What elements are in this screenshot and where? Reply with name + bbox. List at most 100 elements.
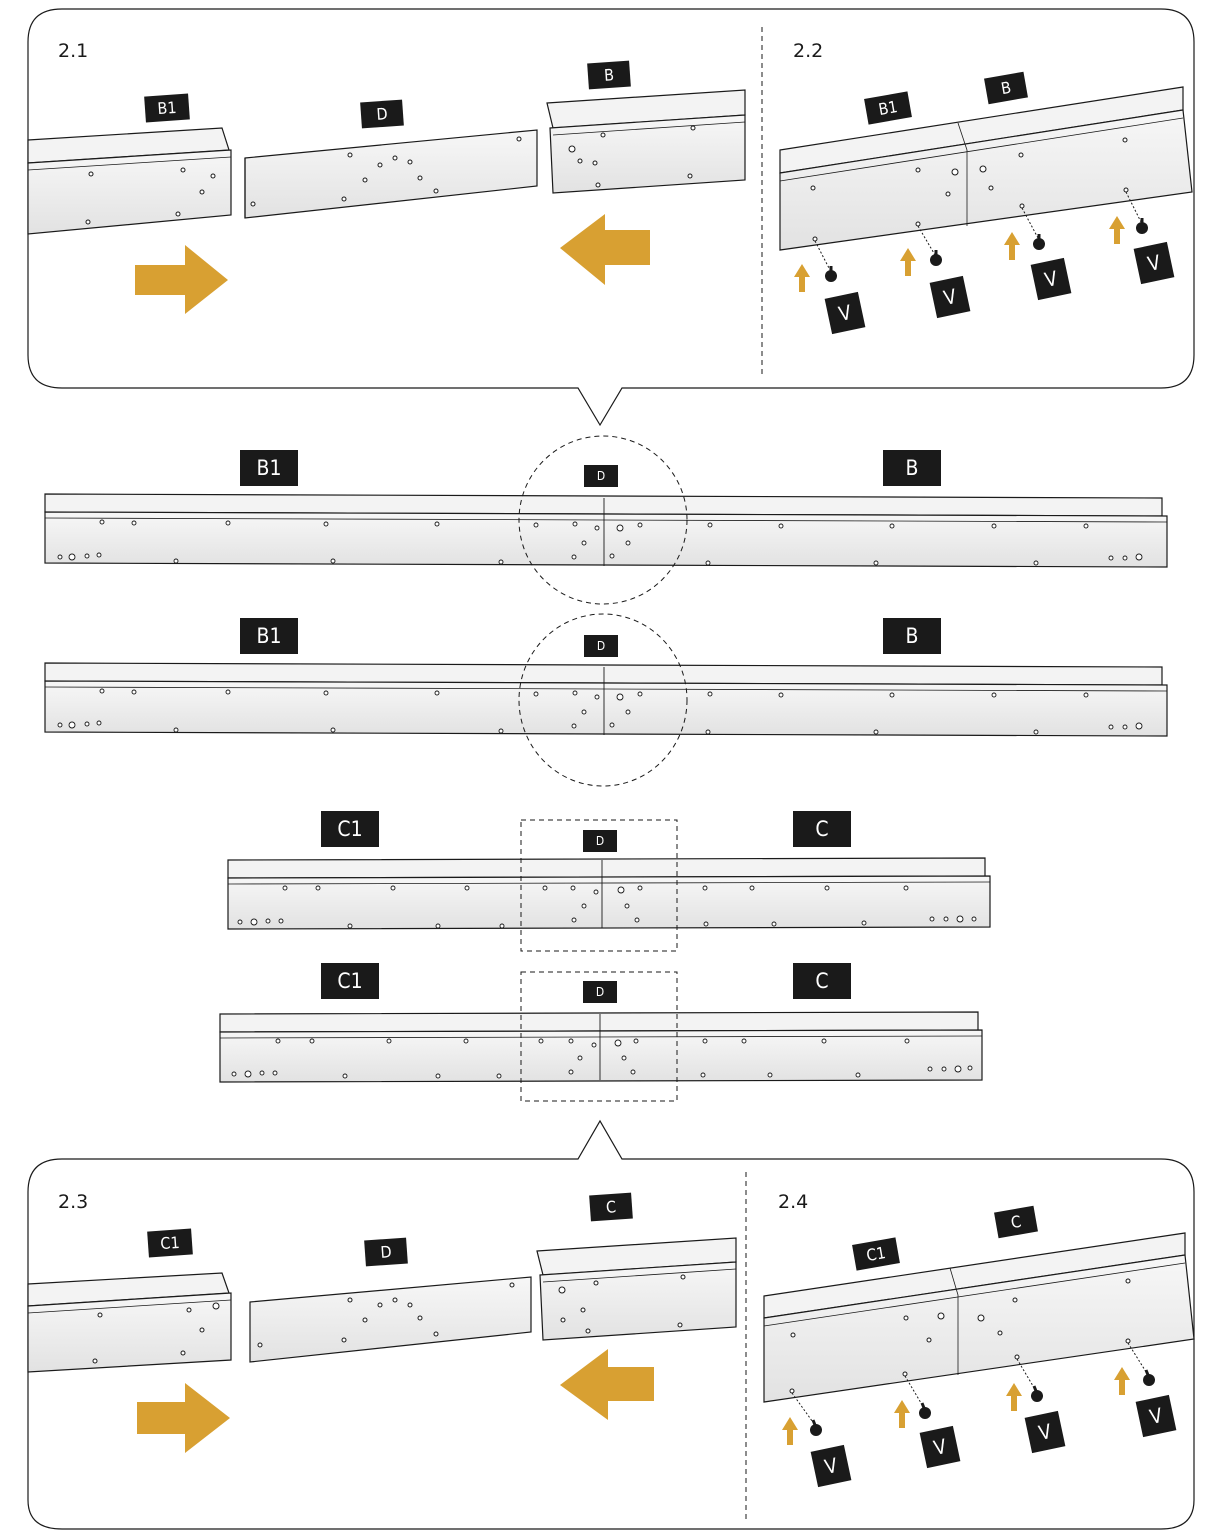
part-tag-c1-2-3: C1 <box>147 1228 193 1258</box>
part-tag-b1-2-2: B1 <box>864 91 912 125</box>
svg-text:D: D <box>597 469 605 483</box>
part-tag-c1-2-4: C1 <box>852 1237 900 1271</box>
svg-text:D: D <box>376 104 388 124</box>
svg-text:V: V <box>822 1453 840 1479</box>
arrow-up-icon <box>894 1400 910 1428</box>
part-tag-d-2-1: D <box>360 99 404 129</box>
part-tag-d-row3: D <box>583 830 617 852</box>
step-label-2-1: 2.1 <box>58 40 88 62</box>
part-tag-d-row2: D <box>584 635 618 657</box>
screw-icon <box>930 250 942 266</box>
part-tag-v-2-2a: V <box>824 291 866 335</box>
part-tag-c-2-4: C <box>994 1205 1038 1239</box>
arrow-left-icon <box>560 214 650 285</box>
arrow-up-icon <box>1114 1367 1130 1395</box>
svg-text:D: D <box>596 985 604 999</box>
panel-c-closeup <box>536 1237 737 1341</box>
svg-text:B1: B1 <box>157 98 177 118</box>
panel-b1-closeup <box>27 127 232 235</box>
part-tag-b-row1: B <box>883 450 941 486</box>
joined-panel-2-2 <box>779 86 1193 251</box>
screw-group-2-4 <box>782 1342 1155 1445</box>
screw-icon <box>1033 234 1045 250</box>
svg-text:C: C <box>1009 1212 1022 1232</box>
part-tag-c-row1: C <box>793 811 851 847</box>
svg-text:B: B <box>906 624 919 648</box>
part-tag-b1-row2: B1 <box>240 618 298 654</box>
svg-text:V: V <box>836 300 854 326</box>
part-tag-v-2-2c: V <box>1030 257 1072 301</box>
joined-panel-2-4 <box>763 1232 1195 1403</box>
svg-text:C: C <box>815 817 828 841</box>
arrow-up-icon <box>794 264 810 292</box>
screw-icon <box>1031 1385 1043 1402</box>
screw-icon <box>1143 1369 1155 1386</box>
beam-row-b-1: B1 D B <box>44 435 1168 605</box>
arrow-up-icon <box>1006 1383 1022 1411</box>
svg-text:C1: C1 <box>337 969 362 993</box>
part-tag-d-2-3: D <box>364 1237 408 1267</box>
part-tag-c-2-3: C <box>589 1192 633 1222</box>
svg-text:D: D <box>596 834 604 848</box>
svg-text:B: B <box>999 78 1012 98</box>
arrow-right-icon <box>137 1383 230 1453</box>
screw-group-2-2 <box>794 191 1148 292</box>
svg-text:V: V <box>1145 250 1163 276</box>
svg-text:C: C <box>605 1197 616 1217</box>
svg-text:C: C <box>815 969 828 993</box>
screw-icon <box>825 266 837 282</box>
beam-row-c-2: C1 D C <box>219 963 983 1102</box>
part-tag-c1-row1: C1 <box>321 811 379 847</box>
svg-text:B: B <box>603 65 614 85</box>
part-tag-c-row2: C <box>793 963 851 999</box>
svg-text:V: V <box>1042 266 1060 292</box>
part-tag-v-2-2b: V <box>929 275 971 319</box>
svg-text:B1: B1 <box>877 97 899 119</box>
holes-2-1 <box>85 125 696 225</box>
panel-d-closeup-2 <box>249 1276 532 1363</box>
step-label-2-4: 2.4 <box>778 1191 808 1213</box>
part-tag-b1-2-1: B1 <box>144 93 190 123</box>
svg-text:B1: B1 <box>257 456 282 480</box>
part-tag-b-2-1: B <box>587 60 631 90</box>
panel-b-closeup <box>546 89 746 194</box>
holes-2-3 <box>92 1274 686 1364</box>
screw-icon <box>919 1402 931 1419</box>
detail-circle <box>518 613 688 787</box>
panel-d-closeup <box>244 129 538 219</box>
svg-text:C1: C1 <box>160 1233 180 1253</box>
part-tag-d-row1: D <box>584 465 618 487</box>
svg-text:D: D <box>380 1242 392 1262</box>
arrow-left-icon <box>560 1349 654 1420</box>
step-label-2-3: 2.3 <box>58 1191 88 1213</box>
panel-c1-closeup <box>27 1272 232 1373</box>
arrow-up-icon <box>782 1417 798 1445</box>
arrow-up-icon <box>1004 232 1020 260</box>
part-tag-b1-row1: B1 <box>240 450 298 486</box>
arrow-up-icon <box>1109 216 1125 244</box>
part-tag-v-2-4d: V <box>1135 1394 1177 1438</box>
part-tag-b-row2: B <box>883 618 941 654</box>
svg-text:V: V <box>931 1434 949 1460</box>
detail-box <box>520 819 678 952</box>
svg-text:V: V <box>941 284 959 310</box>
beam-row-b-2: B1 D B <box>44 613 1168 787</box>
svg-text:C1: C1 <box>337 817 362 841</box>
beam-row-c-1: C1 D C <box>227 811 991 952</box>
part-tag-b-2-2: B <box>984 71 1028 105</box>
part-tag-c1-row2: C1 <box>321 963 379 999</box>
part-tag-v-2-4b: V <box>919 1425 961 1469</box>
svg-text:B: B <box>906 456 919 480</box>
svg-text:D: D <box>597 639 605 653</box>
arrow-right-icon <box>135 245 228 314</box>
part-tag-v-2-4a: V <box>810 1444 852 1488</box>
arrow-up-icon <box>900 248 916 276</box>
svg-text:V: V <box>1036 1419 1054 1445</box>
screw-icon <box>810 1419 822 1436</box>
detail-box <box>520 971 678 1102</box>
screw-icon <box>1136 218 1148 234</box>
part-tag-v-2-2d: V <box>1133 241 1175 285</box>
svg-text:V: V <box>1147 1403 1165 1429</box>
svg-text:C1: C1 <box>865 1243 887 1265</box>
